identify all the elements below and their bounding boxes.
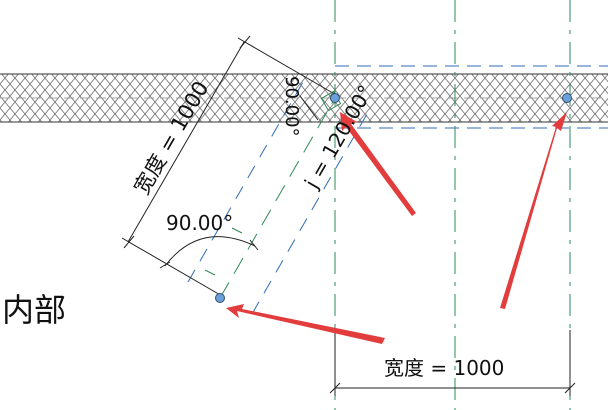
- label-interior: 内部: [2, 291, 66, 329]
- pick-point-center: [330, 93, 340, 103]
- label-angle-top: 90.00°: [281, 76, 302, 137]
- pick-points[interactable]: [215, 93, 572, 303]
- pick-point-left: [215, 293, 225, 303]
- wall-angled-preview[interactable]: [187, 81, 368, 315]
- angle-arc-top: [299, 95, 319, 121]
- arrow-right: [500, 112, 567, 309]
- dimension-width-bottom: [329, 330, 576, 396]
- wall-reference-lines: [335, 65, 608, 129]
- arrow-center: [340, 112, 416, 216]
- pick-point-right: [562, 93, 572, 103]
- label-angle-left: 90.00°: [166, 211, 233, 235]
- angle-arc-left: [159, 236, 259, 269]
- label-width-bottom: 宽度 = 1000: [384, 356, 504, 380]
- arrow-left: [226, 304, 385, 344]
- wall-horizontal[interactable]: [0, 73, 608, 123]
- annotation-arrows: [226, 112, 567, 344]
- dimension-width-left: [121, 35, 339, 297]
